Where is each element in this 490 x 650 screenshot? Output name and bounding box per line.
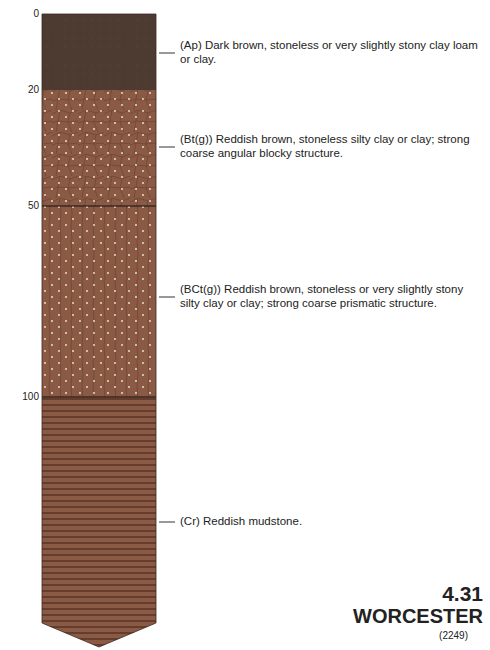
horizon-description: (BCt(g)) Reddish brown, stoneless or ver… <box>180 283 480 311</box>
horizon-boundary <box>42 206 156 207</box>
leader-line <box>159 147 175 148</box>
bct-dots <box>42 206 156 397</box>
depth-number: 100 <box>0 391 39 403</box>
horizon-description: (Cr) Reddish mudstone. <box>180 515 480 529</box>
bct-horizon <box>42 206 156 397</box>
ap-texture <box>42 14 156 90</box>
mudstone-lines <box>42 397 156 647</box>
horizon-description: (Bt(g)) Reddish brown, stoneless silty c… <box>180 133 480 161</box>
leader-line <box>159 522 175 523</box>
soil-code: 4.31 <box>290 581 483 606</box>
bt-horizon <box>42 90 156 206</box>
prismatic-structure <box>42 206 156 397</box>
depth-number: 20 <box>0 84 39 96</box>
horizon-description: (Ap) Dark brown, stoneless or very sligh… <box>180 39 480 67</box>
cr-horizon <box>42 397 156 647</box>
column-outline <box>42 14 156 647</box>
horizon-boundary <box>42 397 156 398</box>
leader-line <box>159 53 175 54</box>
ap-horizon <box>42 14 156 90</box>
depth-number: 50 <box>0 200 39 212</box>
bt-dots <box>42 90 156 206</box>
soil-series-name: WORCESTER <box>290 604 483 628</box>
depth-number: 0 <box>0 8 39 20</box>
leader-line <box>159 297 175 298</box>
soil-series-number: (2249) <box>290 630 468 642</box>
blocky-structure <box>42 90 156 206</box>
